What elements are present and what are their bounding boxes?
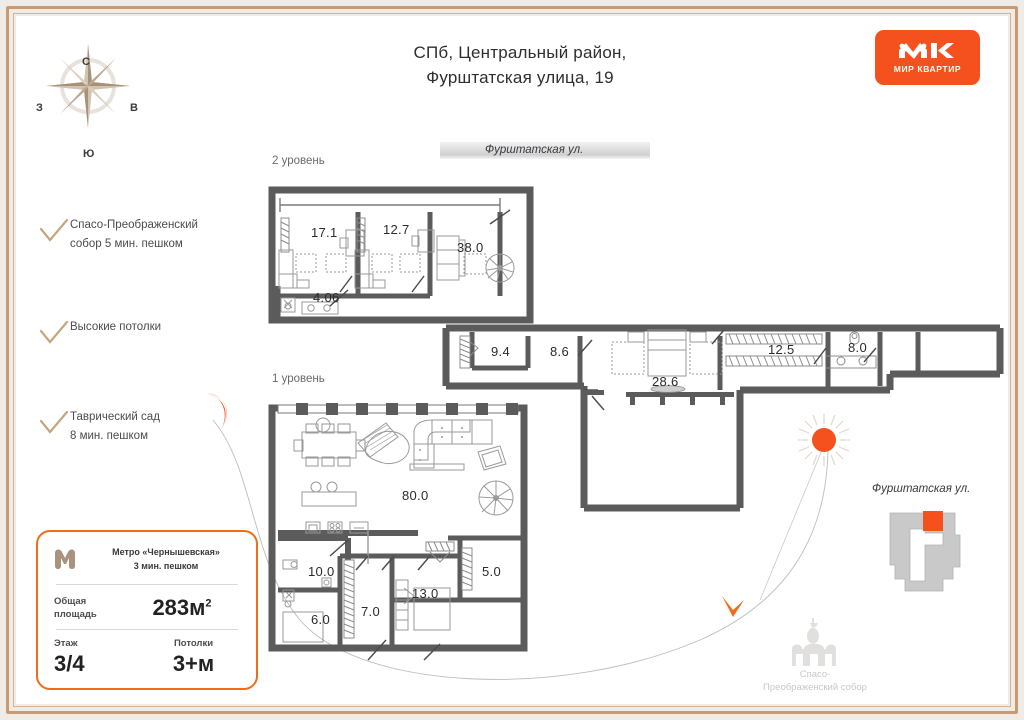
level-2-label: 2 уровень <box>272 155 325 167</box>
area-number: 283м <box>152 595 206 620</box>
area-label: 8.0 <box>848 340 867 355</box>
building-footprint-map <box>889 511 961 592</box>
total-area-value: 283м2 <box>124 595 240 621</box>
brand-logo[interactable]: МИР КВАРТИР <box>875 30 980 85</box>
page-title: СПб, Центральный район, Фурштатская улиц… <box>330 40 710 90</box>
compass-north-label: С <box>82 56 90 68</box>
feature-label: Спасо-Преображенский собор 5 мин. пешком <box>70 216 198 254</box>
area-label-line-2: площадь <box>54 609 97 620</box>
feature-line-1: Высокие потолки <box>70 321 162 333</box>
feature-line-2: 8 мин. пешком <box>70 430 148 442</box>
feature-line-1: Спасо-Преображенский <box>70 219 198 231</box>
feature-line-1: Таврический сад <box>70 411 160 423</box>
feature-label: Таврический сад 8 мин. пешком <box>70 408 160 446</box>
area-label: 38.0 <box>457 240 484 255</box>
church-caption: Спасо- Преображенский собор <box>730 668 900 694</box>
floor-value: 3/4 <box>54 651 85 676</box>
mk-monogram-icon <box>898 43 954 59</box>
compass-rose: С В Ю З <box>28 26 148 160</box>
title-line-1: СПб, Центральный район, <box>413 43 627 62</box>
area-label: 7.0 <box>361 604 380 619</box>
feature-item-garden: Таврический сад 8 мин. пешком <box>38 408 248 446</box>
ceiling-cell: Потолки 3+м <box>147 638 240 677</box>
area-label: 12.5 <box>768 342 795 357</box>
area-label: 6.0 <box>311 612 330 627</box>
area-label: 80.0 <box>402 488 429 503</box>
area-unit: 2 <box>205 597 212 610</box>
logo-text: МИР КВАРТИР <box>893 64 962 74</box>
feature-item-ceilings: Высокие потолки <box>38 318 248 346</box>
check-icon <box>39 218 69 242</box>
compass-east-label: В <box>130 102 138 114</box>
property-info-card: Метро «Чернышевская» 3 мин. пешком Общая… <box>36 530 258 690</box>
metro-row: Метро «Чернышевская» 3 мин. пешком <box>38 532 256 582</box>
area-label: 13.0 <box>412 586 439 601</box>
floor-cell: Этаж 3/4 <box>54 638 147 677</box>
metro-label: Метро «Чернышевская» 3 мин. пешком <box>86 545 246 573</box>
sun-icon <box>798 414 850 466</box>
feature-label: Высокие потолки <box>70 318 161 337</box>
feature-item-cathedral: Спасо-Преображенский собор 5 мин. пешком <box>38 216 248 254</box>
check-icon <box>39 410 69 434</box>
street-label-map: Фурштатская ул. <box>872 483 971 495</box>
metro-line-2: 3 мин. пешком <box>133 561 199 571</box>
unit-highlight <box>923 511 943 531</box>
church-caption-line-1: Спасо- <box>799 669 831 680</box>
street-band <box>440 142 650 159</box>
church-caption-line-2: Преображенский собор <box>763 682 867 693</box>
compass-west-label: З <box>36 102 43 114</box>
floor-ceiling-row: Этаж 3/4 Потолки 3+м <box>38 632 256 677</box>
metro-m-icon <box>55 549 75 569</box>
area-label-line-1: Общая <box>54 596 87 607</box>
check-icon <box>39 320 69 344</box>
compass-icon <box>46 44 130 128</box>
level-1-label: 1 уровень <box>272 373 325 385</box>
area-label: 17.1 <box>311 225 338 240</box>
area-label: 28.6 <box>652 374 679 389</box>
area-label: 12.7 <box>383 222 410 237</box>
level-2-plan <box>268 186 534 324</box>
frame-inner-border <box>13 13 1011 707</box>
feature-line-2: собор 5 мин. пешком <box>70 238 183 250</box>
metro-line-1: Метро «Чернышевская» <box>112 547 220 557</box>
ceiling-value: 3+м <box>172 651 215 676</box>
church-icon <box>792 618 836 666</box>
area-label: 4.06 <box>313 290 340 305</box>
card-divider-2 <box>56 629 238 630</box>
middle-corridor-plan <box>442 324 1004 512</box>
street-label-top: Фурштатская ул. <box>485 144 584 156</box>
level-1-plan <box>268 403 528 661</box>
floor-label: Этаж <box>54 638 78 649</box>
ceiling-label: Потолки <box>173 638 214 649</box>
card-divider-1 <box>56 584 238 585</box>
title-line-2: Фурштатская улица, 19 <box>426 68 614 87</box>
area-label: 5.0 <box>482 564 501 579</box>
total-area-label: Общая площадь <box>54 595 124 621</box>
area-label: 10.0 <box>308 564 335 579</box>
compass-south-label: Ю <box>83 148 95 160</box>
area-label: 8.6 <box>550 344 569 359</box>
frame-outer-border <box>6 6 1018 714</box>
total-area-row: Общая площадь 283м2 <box>38 587 256 627</box>
area-label: 9.4 <box>491 344 510 359</box>
